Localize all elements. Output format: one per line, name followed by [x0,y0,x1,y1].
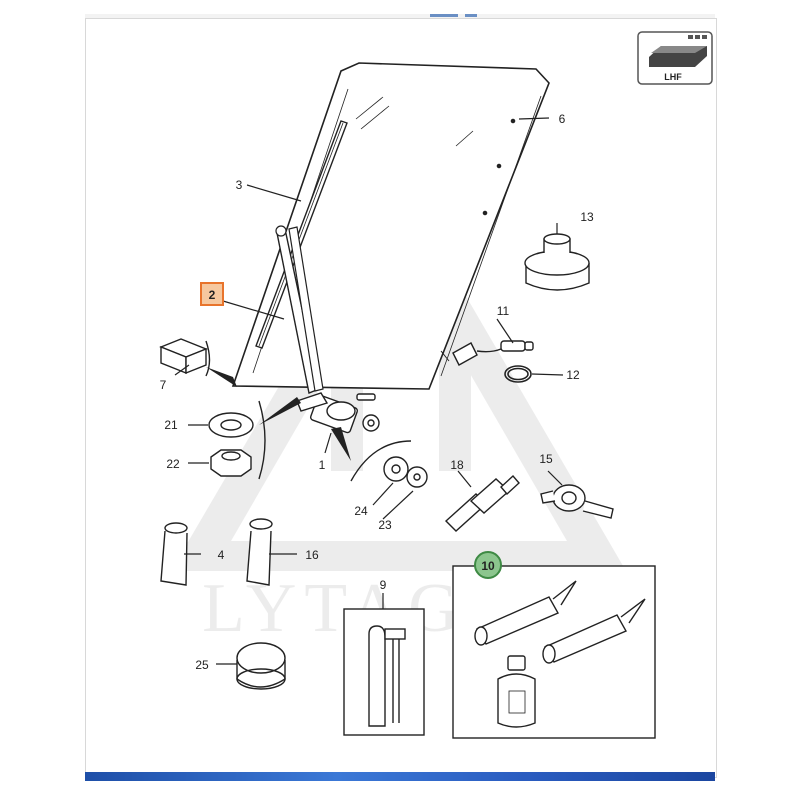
elbow-fitting-15 [540,484,614,519]
nut-22 [210,449,252,477]
label-1[interactable]: 1 [319,458,326,472]
view-badge-label: LHF [664,72,682,82]
cartridge-2 [542,598,646,664]
taskbar-strip [85,772,715,781]
rubber-block [159,338,208,375]
primer-bottle [497,655,536,728]
label-2[interactable]: 2 [209,288,216,302]
o-ring-12 [504,365,532,383]
hose-connector-18 [444,474,520,532]
tab-indicator [430,14,458,17]
label-16[interactable]: 16 [305,548,319,562]
hose-16 [246,518,273,586]
connector-11 [440,340,534,366]
label-6[interactable]: 6 [559,112,566,126]
label-25[interactable]: 25 [195,658,209,672]
label-7[interactable]: 7 [160,378,167,392]
label-2-highlighted[interactable]: 2 [200,282,224,306]
leader-lines [174,117,564,665]
cap-25 [236,642,286,690]
wiper-assembly [255,120,348,394]
glass-panel [231,62,550,390]
callout-arc [258,400,266,480]
washers-23-24 [383,456,428,488]
label-9[interactable]: 9 [380,578,387,592]
label-4[interactable]: 4 [218,548,225,562]
label-21[interactable]: 21 [164,418,178,432]
callout-arc [350,440,412,482]
label-22[interactable]: 22 [166,457,180,471]
tab-indicator [465,14,477,17]
hose-4 [160,522,188,586]
label-13[interactable]: 13 [580,210,594,224]
label-3[interactable]: 3 [236,178,243,192]
label-11[interactable]: 11 [497,304,510,318]
label-18[interactable]: 18 [450,458,464,472]
label-15[interactable]: 15 [539,452,553,466]
parts-diagram-panel: LYTAGRA LHF [85,18,717,778]
parts-diagram: LYTAGRA LHF [159,31,713,739]
wiper-motor [296,392,380,434]
part-labels: 1 2 3 4 6 7 9 10 11 12 13 15 16 18 21 22… [160,112,594,672]
washer-21 [208,412,254,438]
label-12[interactable]: 12 [566,368,580,382]
pointer-wedges [206,367,351,461]
cartridge-1 [474,580,577,646]
callout-arc [205,340,211,377]
seal-profile-9 [343,608,425,736]
label-10-kit[interactable]: 10 [474,551,502,579]
label-24[interactable]: 24 [354,504,368,518]
label-23[interactable]: 23 [378,518,392,532]
label-10[interactable]: 10 [481,559,495,573]
window-top-bar [85,14,715,19]
adhesive-kit-box [452,565,656,739]
cap-13 [524,233,590,291]
view-badge: LHF [637,31,713,85]
